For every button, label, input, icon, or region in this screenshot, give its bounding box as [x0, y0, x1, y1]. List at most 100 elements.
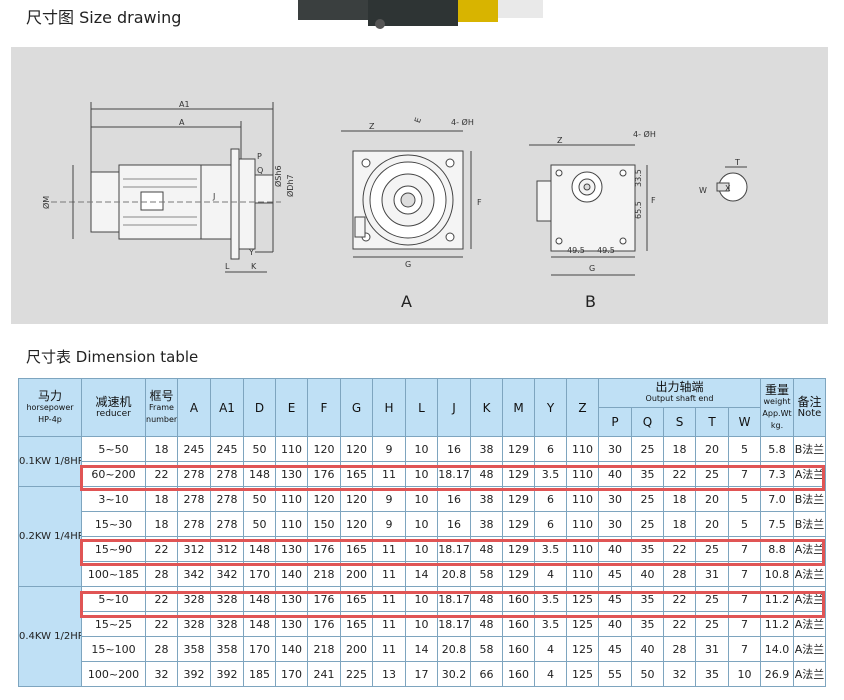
label-a: A — [179, 118, 185, 127]
table-cell: 28 — [663, 636, 696, 662]
size-drawing-panel: A1 A ØM P Q ØSh6 ØDh7 J Y L K Z E — [11, 47, 828, 324]
header-col-p: P — [598, 407, 632, 437]
table-cell: 40 — [598, 461, 632, 487]
header-note: 备注 Note — [793, 378, 826, 437]
label-j: J — [212, 192, 215, 201]
table-cell: 358 — [177, 636, 211, 662]
table-cell: 392 — [177, 661, 211, 687]
table-cell: 18.17 — [437, 586, 471, 612]
table-cell: 5 — [728, 511, 761, 537]
table-cell: 11 — [372, 636, 406, 662]
table-cell: 22 — [145, 536, 178, 562]
table-cell: 7.3 — [760, 461, 794, 487]
table-cell: 20.8 — [437, 561, 471, 587]
header-reducer: 减速机 reducer — [81, 378, 146, 437]
table-cell: 130 — [275, 611, 308, 637]
header-col-q: Q — [631, 407, 664, 437]
table-cell: 225 — [340, 661, 373, 687]
table-cell: 45 — [598, 636, 632, 662]
table-cell: 160 — [502, 636, 535, 662]
table-cell: 25 — [695, 461, 729, 487]
table-cell: 3~10 — [81, 486, 146, 512]
table-cell: 6 — [534, 486, 567, 512]
table-cell: 110 — [566, 561, 599, 587]
table-cell: 32 — [663, 661, 696, 687]
table-cell: 45 — [598, 561, 632, 587]
table-cell: 20 — [695, 436, 729, 462]
table-cell: 48 — [470, 611, 503, 637]
table-cell: 129 — [502, 561, 535, 587]
table-cell: 110 — [275, 486, 308, 512]
table-cell: 176 — [307, 461, 341, 487]
table-cell: 130 — [275, 461, 308, 487]
label-q: Q — [257, 166, 263, 175]
table-cell: 148 — [243, 611, 276, 637]
header-col-d: D — [243, 378, 276, 437]
label-phi-dh7: ØDh7 — [285, 174, 295, 197]
table-cell: 18 — [663, 486, 696, 512]
table-cell: A法兰 — [793, 561, 826, 587]
label-phi-sh6: ØSh6 — [273, 165, 283, 187]
table-cell: 60~200 — [81, 461, 146, 487]
table-cell: 50 — [243, 436, 276, 462]
table-cell: 5 — [728, 486, 761, 512]
header-col-w: W — [728, 407, 761, 437]
table-cell: 7 — [728, 461, 761, 487]
table-cell: 40 — [598, 611, 632, 637]
table-cell: 11 — [372, 561, 406, 587]
table-cell: 10 — [405, 511, 438, 537]
table-cell: 11 — [372, 536, 406, 562]
label-65-5: 65.5 — [634, 201, 643, 219]
table-cell: 22 — [663, 611, 696, 637]
table-cell: 25 — [631, 486, 664, 512]
label-e: E — [413, 116, 423, 124]
table-cell: 4 — [534, 636, 567, 662]
label-f-a: F — [477, 198, 482, 207]
table-cell: 200 — [340, 561, 373, 587]
label-phi-m: ØM — [41, 196, 51, 209]
table-cell: 30 — [598, 486, 632, 512]
label-f-b: F — [651, 196, 656, 205]
label-z-a: Z — [369, 122, 375, 131]
table-cell: 22 — [145, 586, 178, 612]
table-cell: 160 — [502, 661, 535, 687]
table-cell: 7 — [728, 611, 761, 637]
label-x: X — [725, 184, 731, 193]
header-col-e: E — [275, 378, 308, 437]
table-cell: 312 — [210, 536, 244, 562]
dimension-table: 马力 horsepower HP-4p 减速机 reducer 框号 Frame… — [18, 378, 826, 687]
table-cell: 40 — [631, 636, 664, 662]
table-cell: 31 — [695, 636, 729, 662]
table-cell: 30.2 — [437, 661, 471, 687]
table-cell: 10 — [405, 486, 438, 512]
table-cell: 58 — [470, 561, 503, 587]
table-cell: 125 — [566, 661, 599, 687]
table-cell: 16 — [437, 486, 471, 512]
table-cell: 16 — [437, 436, 471, 462]
table-cell: 218 — [307, 636, 341, 662]
table-cell: 35 — [631, 611, 664, 637]
table-cell: 28 — [145, 561, 178, 587]
label-y: Y — [248, 248, 254, 257]
table-cell: B法兰 — [793, 436, 826, 462]
table-cell: 129 — [502, 461, 535, 487]
front-view-a-drawing — [341, 130, 472, 258]
table-cell: 18 — [663, 511, 696, 537]
product-photo — [298, 0, 543, 30]
header-col-l: L — [405, 378, 438, 437]
size-drawing-heading: 尺寸图 Size drawing — [26, 8, 182, 27]
table-cell: 165 — [340, 586, 373, 612]
table-cell: 140 — [275, 636, 308, 662]
table-cell: 35 — [695, 661, 729, 687]
table-cell: A法兰 — [793, 536, 826, 562]
label-l: L — [225, 262, 230, 271]
table-cell: A法兰 — [793, 636, 826, 662]
table-cell: 328 — [210, 611, 244, 637]
table-cell: 278 — [210, 511, 244, 537]
table-cell: 160 — [502, 586, 535, 612]
